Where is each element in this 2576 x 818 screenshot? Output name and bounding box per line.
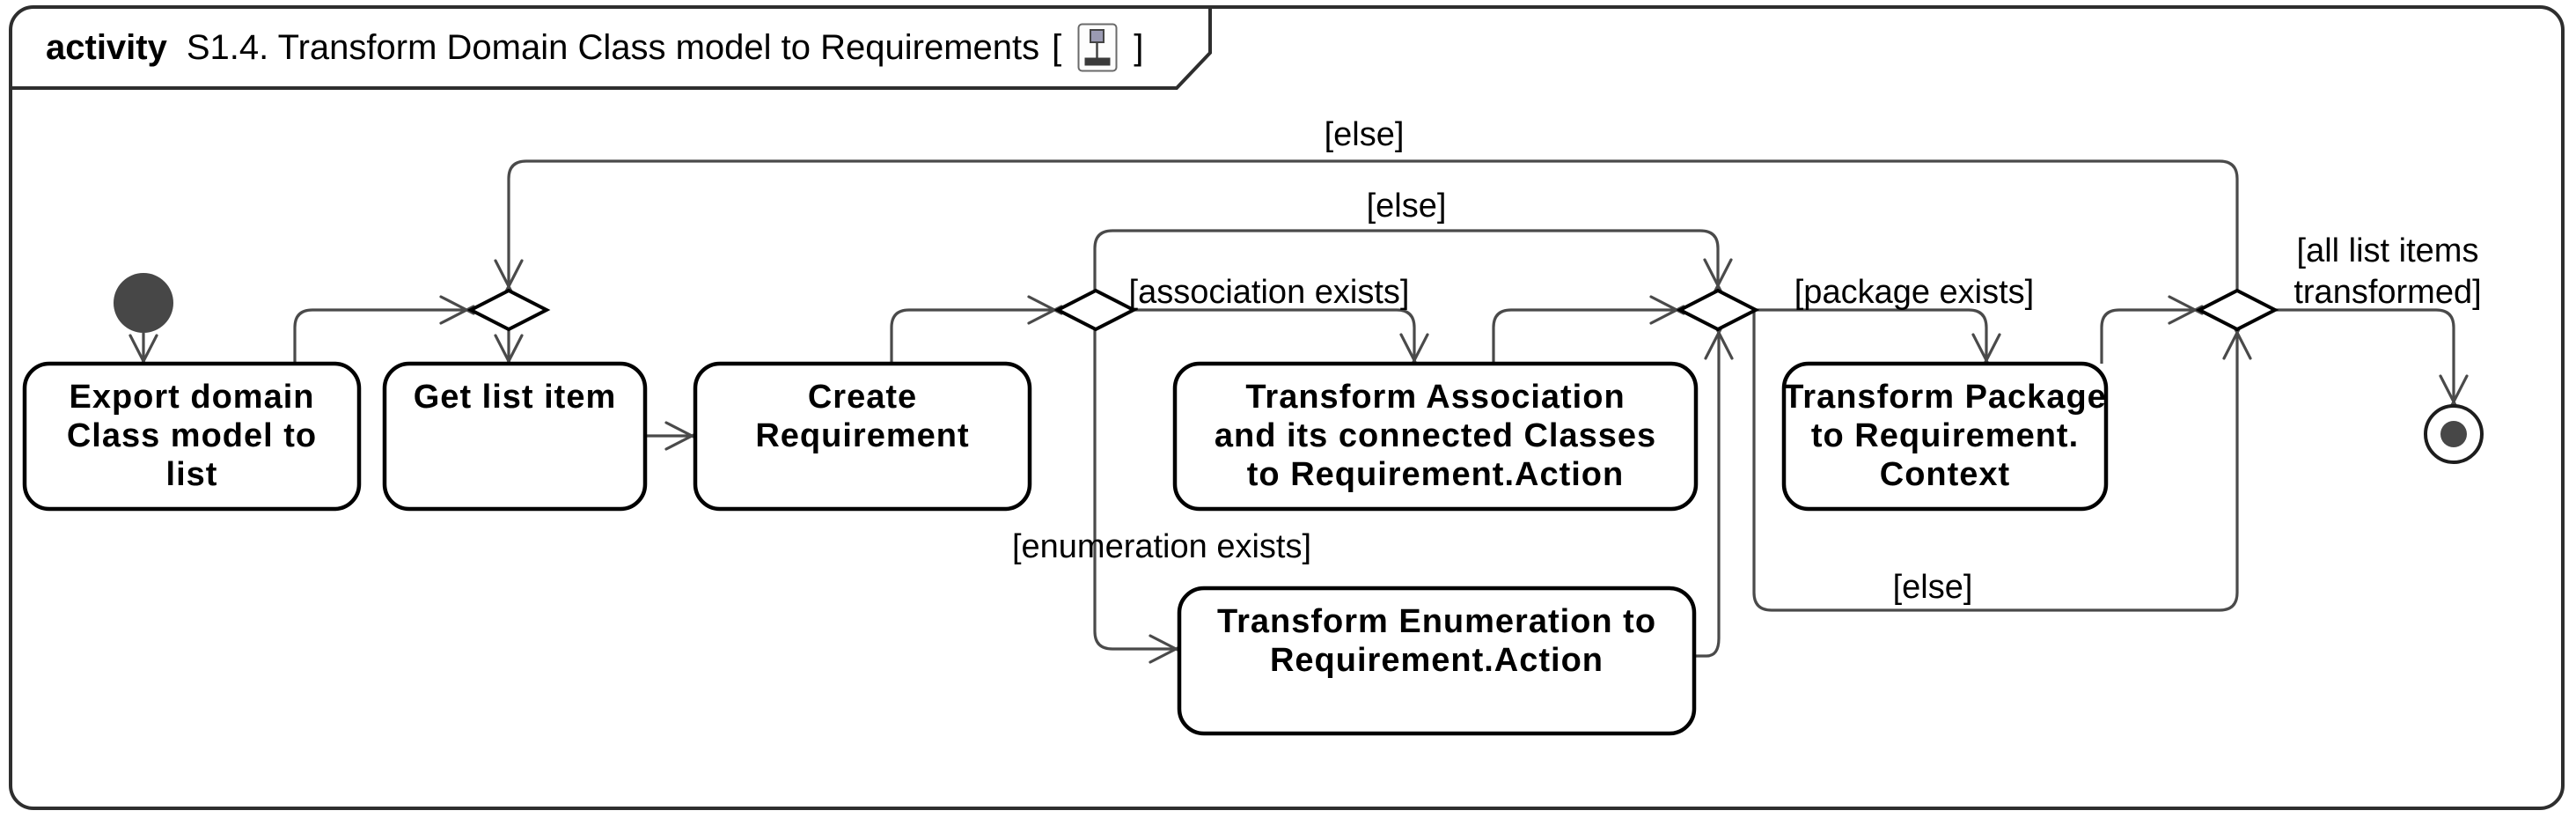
guard-all-list-items-transformed: transformed]: [2293, 274, 2481, 311]
arrowhead-package-d4: [2168, 295, 2204, 325]
action-transform-package-label: to Requirement.: [1811, 417, 2079, 454]
edge-enum-d3: [1694, 333, 1721, 658]
action-export-domain-class-model-label: Export domain: [69, 379, 314, 416]
guard-association-exists: [association exists]: [1129, 274, 1410, 311]
guard-else-top: [else]: [1325, 116, 1405, 153]
action-create-requirement-label: Requirement: [755, 417, 969, 454]
arrowhead-enum-d3: [1704, 324, 1734, 360]
frame-title-tab: [11, 7, 1212, 90]
decision-node-4[interactable]: [2195, 288, 2279, 332]
action-create-requirement[interactable]: [693, 361, 1032, 512]
action-transform-association[interactable]: [1172, 361, 1699, 512]
initial-node[interactable]: [114, 273, 173, 333]
guard-else-bottom: [else]: [1893, 569, 1973, 606]
edge-export-d1: [293, 308, 466, 364]
arrowhead-export-d1: [439, 295, 475, 325]
action-export-domain-class-model-label: Class model to: [67, 417, 317, 454]
edge-d2-enum: [1093, 329, 1176, 651]
action-create-requirement-label: Create: [808, 379, 917, 416]
frame-keyword: activity: [46, 27, 167, 67]
arrowhead-d4-d1: [494, 259, 524, 295]
edge-d3-package: [1756, 308, 1988, 360]
action-transform-enumeration-label: Transform Enumeration to: [1217, 603, 1656, 640]
action-transform-package-label: Transform Package: [1783, 379, 2107, 416]
action-transform-association-label: Transform Association: [1245, 379, 1625, 416]
decision-node-3[interactable]: [1676, 288, 1760, 332]
merge-node-1[interactable]: [466, 288, 551, 332]
guard-package-exists: [package exists]: [1794, 274, 2034, 311]
guard-all-list-items-transformed: [all list items: [2297, 232, 2479, 269]
action-export-domain-class-model-label: list: [166, 456, 218, 493]
guard-else-middle: [else]: [1367, 188, 1447, 225]
action-get-list-item-label: Get list item: [414, 379, 617, 416]
guard-enumeration-exists: [enumeration exists]: [1012, 528, 1311, 565]
frame-bracket-open: [: [1052, 27, 1062, 67]
edge-d3-d4: [1752, 310, 2239, 612]
arrowhead-d3-d4: [2222, 324, 2252, 360]
action-transform-package-label: Context: [1880, 456, 2010, 493]
edge-d2-d3: [1093, 229, 1720, 291]
edge-d2-assoc: [1134, 308, 1416, 360]
frame-title: activity S1.4. Transform Domain Class mo…: [46, 23, 1144, 72]
arrowhead-d2-d3: [1703, 258, 1733, 294]
action-transform-package[interactable]: [1781, 361, 2109, 512]
decision-node-2[interactable]: [1053, 288, 1138, 332]
edge-package-d4: [2100, 308, 2195, 364]
action-transform-association-label: and its connected Classes: [1215, 417, 1656, 454]
frame-title-text: S1.4. Transform Domain Class model to Re…: [186, 27, 1040, 67]
frame-bracket-close: ]: [1134, 27, 1144, 67]
action-export-domain-class-model[interactable]: [22, 361, 362, 512]
edge-assoc-d3: [1492, 308, 1677, 364]
final-node-inner-dot: [2440, 421, 2467, 447]
edge-create-d2: [890, 308, 1054, 364]
action-get-list-item[interactable]: [382, 361, 648, 512]
action-transform-enumeration[interactable]: [1177, 586, 1697, 736]
arrowhead-d4-final: [2439, 374, 2469, 410]
action-transform-enumeration-label: Requirement.Action: [1270, 642, 1604, 679]
activity-diagram-icon: [1077, 23, 1118, 72]
edge-d4-final: [2276, 308, 2455, 402]
edge-d4-d1: [507, 159, 2239, 291]
action-transform-association-label: to Requirement.Action: [1247, 456, 1624, 493]
